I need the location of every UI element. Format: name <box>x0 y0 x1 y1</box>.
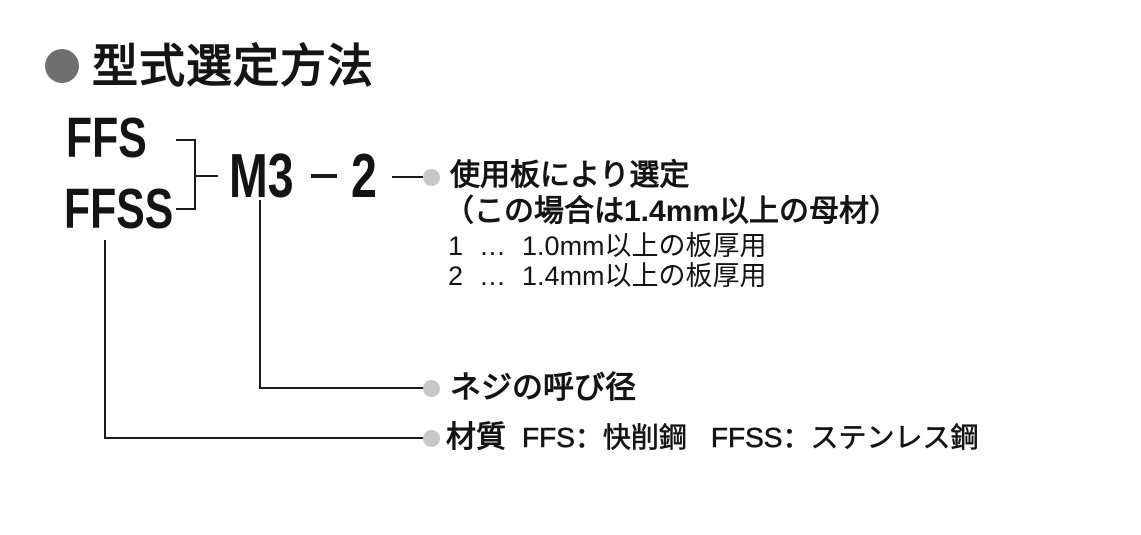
material-leader-horizontal-line <box>103 436 424 439</box>
bracket-stub-bottom-line <box>176 207 196 210</box>
plate-callout-bullet-icon <box>423 169 440 186</box>
material-entry-ffss: FFSS：ステンレス鋼 <box>711 422 979 454</box>
bracket-vertical-line <box>193 138 196 210</box>
material-leader-vertical-line <box>103 240 106 438</box>
material-entry-code: FFSS <box>710 422 783 454</box>
plate-option-label: 1.4mm以上の板厚用 <box>522 261 767 291</box>
bracket-stub-top-line <box>176 138 196 141</box>
plate-option-2: 2 … 1.4mm以上の板厚用 <box>448 261 767 291</box>
material-callout: 材質 FFS：快削鋼 FFSS：ステンレス鋼 <box>446 422 979 454</box>
plate-option-dots: … <box>479 231 507 261</box>
thread-leader-vertical-line <box>258 200 261 388</box>
bracket-mid-line <box>193 174 218 177</box>
material-entry-name: ステンレス鋼 <box>810 422 979 454</box>
material-entry-name: 快削鋼 <box>602 422 688 454</box>
material-entry-code: FFS <box>522 422 575 454</box>
plate-option-list: 1 … 1.0mm以上の板厚用 2 … 1.4mm以上の板厚用 <box>448 231 767 291</box>
material-callout-label: 材質 <box>446 421 506 454</box>
plate-option-dots: … <box>479 261 507 291</box>
plate-option-code: 2 <box>448 261 464 291</box>
thread-callout-bullet-icon <box>423 380 440 397</box>
page-title: 型式選定方法 <box>92 40 374 92</box>
section-bullet-icon <box>45 49 79 83</box>
thread-leader-horizontal-line <box>258 386 424 389</box>
model-plate-code: 2 <box>351 142 377 211</box>
model-prefix-ffss: FFSS <box>64 177 174 241</box>
plate-callout-subtitle: （この場合は1.4mm以上の母材） <box>444 195 900 228</box>
material-entry-separator: ： <box>574 422 604 454</box>
material-entry-ffs: FFS：快削鋼 <box>522 422 688 454</box>
plate-callout-title: 使用板により選定 <box>450 159 690 192</box>
model-prefix-ffs: FFS <box>66 106 147 170</box>
model-separator-dash <box>311 174 337 178</box>
model-thread-size: M3 <box>229 142 294 211</box>
plate-option-1: 1 … 1.0mm以上の板厚用 <box>448 231 767 261</box>
material-entry-separator: ： <box>782 422 811 454</box>
thread-callout-label: ネジの呼び径 <box>450 370 636 405</box>
plate-leader-line <box>392 175 423 178</box>
plate-option-code: 1 <box>448 231 464 261</box>
material-callout-bullet-icon <box>423 430 440 447</box>
plate-option-label: 1.0mm以上の板厚用 <box>522 231 767 261</box>
